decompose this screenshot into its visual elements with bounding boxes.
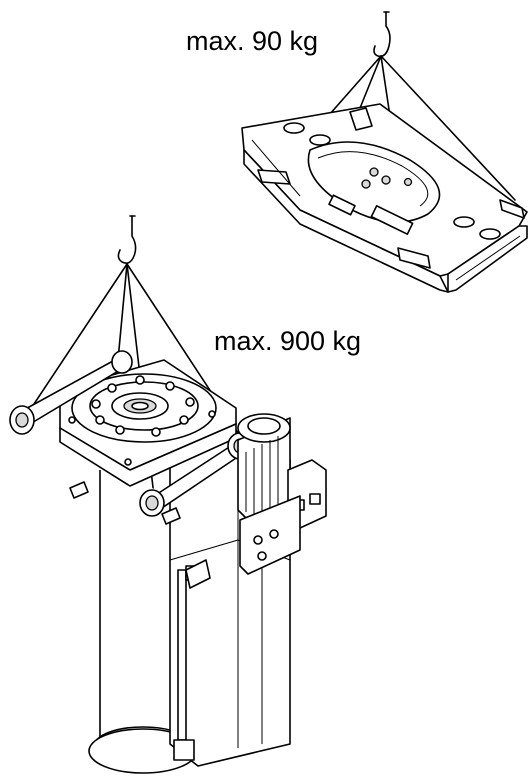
lower-load-label: max. 900 kg <box>214 326 362 356</box>
upper-load-label: max. 90 kg <box>186 26 319 56</box>
upper-hook-icon <box>373 11 391 58</box>
lower-hook-icon <box>117 215 137 264</box>
column-unit <box>9 350 327 774</box>
upper-adapter-plate <box>241 103 528 293</box>
